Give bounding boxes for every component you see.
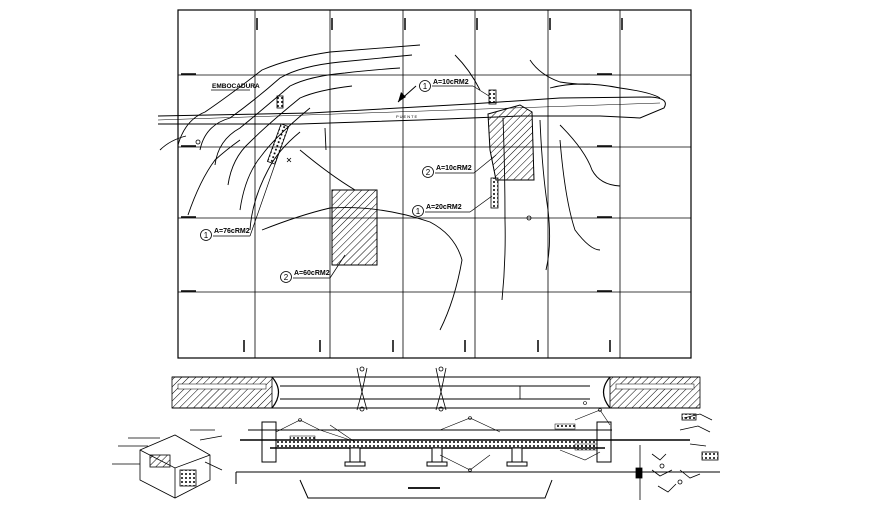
- callout-2-right: 2 A=10cRM2: [422, 154, 497, 178]
- riprap-strip-right: [490, 177, 499, 209]
- riprap-strip-top-right: [488, 89, 497, 105]
- grid-coordinate-marks: [181, 18, 623, 352]
- svg-text:A=76cRM2: A=76cRM2: [214, 228, 250, 235]
- svg-text:1: 1: [416, 207, 421, 216]
- svg-text:A=20cRM2: A=20cRM2: [426, 204, 462, 211]
- axis-markers: [356, 366, 447, 412]
- callout-1-top: 1 A=10cRM2: [419, 79, 490, 97]
- coordinate-grid: [178, 10, 691, 358]
- leader-lines: [275, 401, 611, 472]
- deck-hatch: [276, 441, 596, 448]
- approach-slab-left: [171, 376, 273, 409]
- plan-frame: [177, 9, 692, 359]
- side-details: [635, 413, 719, 500]
- label-embocadura: EMBOCADURA: [212, 83, 260, 90]
- callout-1-right-lower: 1 A=20cRM2: [412, 195, 493, 217]
- plan-view: EMBOCADURA PUENTE 1 A=10cRM2 2 A=10cRM2 …: [157, 9, 692, 359]
- callout-2-center: 2 A=60cRM2: [280, 254, 346, 283]
- approach-slab-right: [609, 376, 701, 409]
- small-markers: [195, 139, 532, 221]
- svg-text:A=10cRM2: A=10cRM2: [433, 79, 469, 86]
- svg-text:1: 1: [423, 82, 428, 91]
- terrain-contours: [159, 44, 661, 331]
- riprap-strip-top-left: [276, 95, 284, 109]
- isometric-detail: [112, 429, 223, 499]
- hatched-area-right: [487, 104, 535, 181]
- svg-text:2: 2: [284, 273, 289, 282]
- bridge-top-view: [171, 366, 701, 412]
- svg-text:A=10cRM2: A=10cRM2: [436, 165, 472, 172]
- road-alignment: [157, 96, 666, 125]
- hatched-area-center: [331, 189, 378, 266]
- callout-1-left: 1 A=76cRM2: [200, 149, 281, 241]
- svg-text:2: 2: [426, 168, 431, 177]
- label-puente: PUENTE: [396, 114, 418, 119]
- piers: [344, 447, 528, 467]
- bridge-elevation: [235, 401, 720, 499]
- riprap-strip-left: [266, 123, 290, 165]
- svg-text:A=60cRM2: A=60cRM2: [294, 270, 330, 277]
- svg-text:1: 1: [204, 231, 209, 240]
- north-arrow-icon: [397, 85, 417, 103]
